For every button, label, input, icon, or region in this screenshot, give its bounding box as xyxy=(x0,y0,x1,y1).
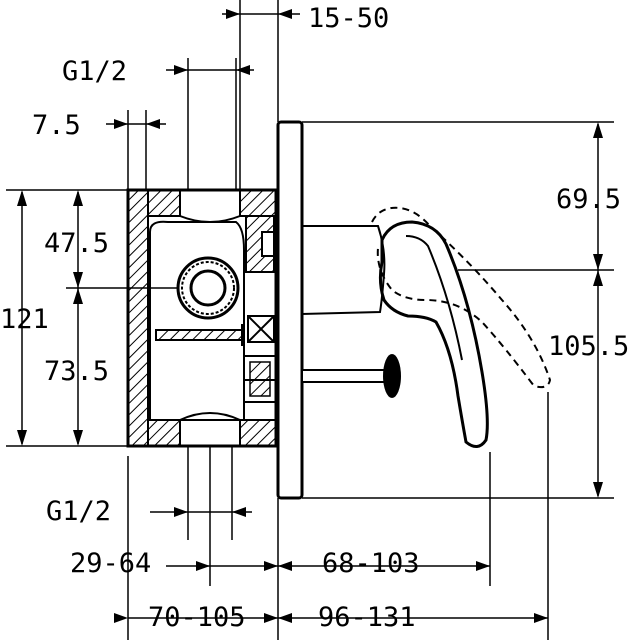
dim-top-gap-lines xyxy=(222,0,300,190)
lever-handle-alt-position xyxy=(371,206,552,389)
valve-body xyxy=(126,188,278,448)
dim-offset-small-lines xyxy=(106,110,166,190)
dim-offset-small-label: 7.5 xyxy=(32,110,81,141)
dim-top-gap-label: 15-50 xyxy=(308,3,389,34)
dim-depth-lines xyxy=(114,392,549,640)
dim-depth-handle-label: 68-103 xyxy=(322,548,420,579)
dim-right-vertical-lines xyxy=(302,121,614,499)
dim-total-height-label: 121 xyxy=(0,304,49,335)
dim-lower-part-label: 73.5 xyxy=(44,356,109,387)
dim-g-half-top-label: G1/2 xyxy=(62,56,127,87)
dim-g-half-bottom-lines xyxy=(150,446,252,540)
screw xyxy=(155,324,243,346)
outlet-ring xyxy=(176,256,240,320)
dim-upper-part-label: 47.5 xyxy=(44,228,109,259)
lever-handle xyxy=(378,220,489,448)
spout xyxy=(301,225,386,316)
dim-height-upper-label: 69.5 xyxy=(556,184,621,215)
dim-depth-body-label: 29-64 xyxy=(70,548,151,579)
diverter-knob xyxy=(301,354,401,398)
dim-height-lower-label: 105.5 xyxy=(548,331,629,362)
cover-plate xyxy=(276,120,304,500)
dim-g-half-bottom-label: G1/2 xyxy=(46,496,111,527)
dim-g-half-top-lines xyxy=(166,58,254,190)
